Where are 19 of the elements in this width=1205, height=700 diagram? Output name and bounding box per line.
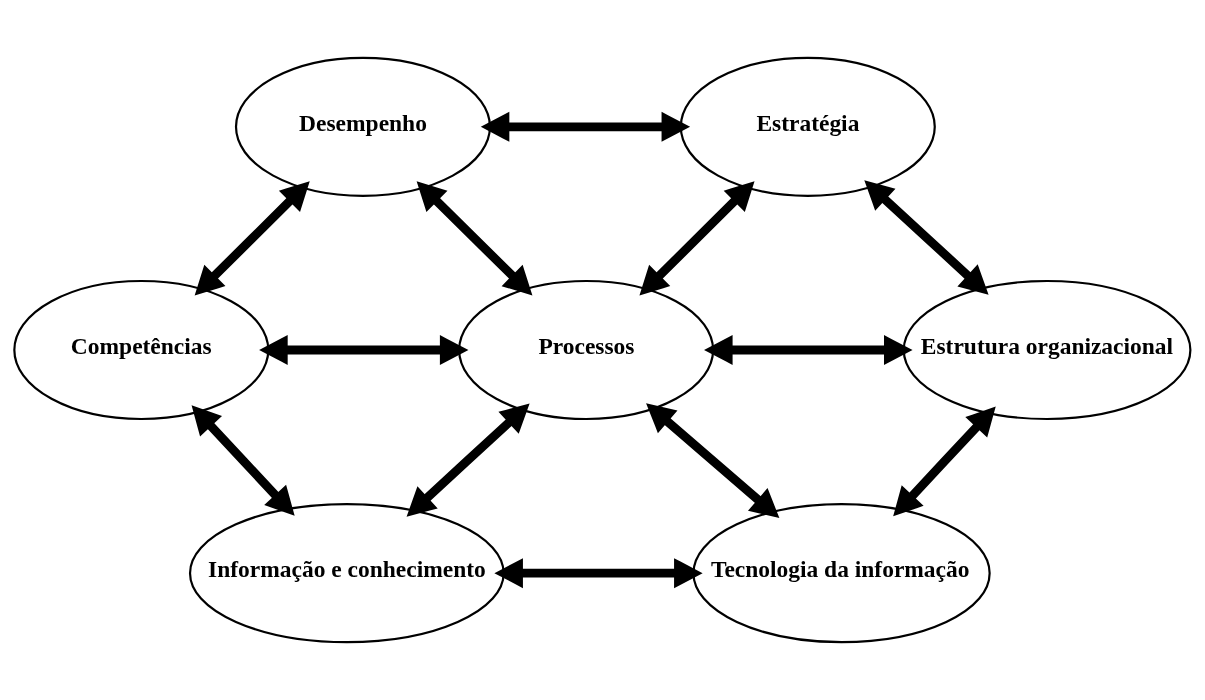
arrow (639, 181, 755, 296)
arrow (194, 181, 310, 296)
arrow (646, 403, 780, 519)
arrow (494, 558, 703, 589)
node-ellipse: Desempenho (234, 56, 492, 197)
arrow (704, 335, 913, 365)
node-ellipse: Estratégia (679, 56, 936, 197)
arrow (416, 181, 533, 296)
arrow (406, 403, 530, 517)
arrow (480, 111, 691, 142)
node-ellipse: Tecnologia da informação (692, 503, 991, 644)
arrow (191, 405, 295, 516)
node-ellipse: Processos (458, 279, 715, 421)
arrow (259, 335, 469, 365)
node-ellipse: Estrutura organizacional (902, 279, 1192, 421)
arrow (864, 180, 989, 295)
node-ellipse: Competências (13, 279, 270, 421)
node-ellipse: Informação e conhecimento (188, 503, 505, 644)
arrow (893, 406, 996, 517)
